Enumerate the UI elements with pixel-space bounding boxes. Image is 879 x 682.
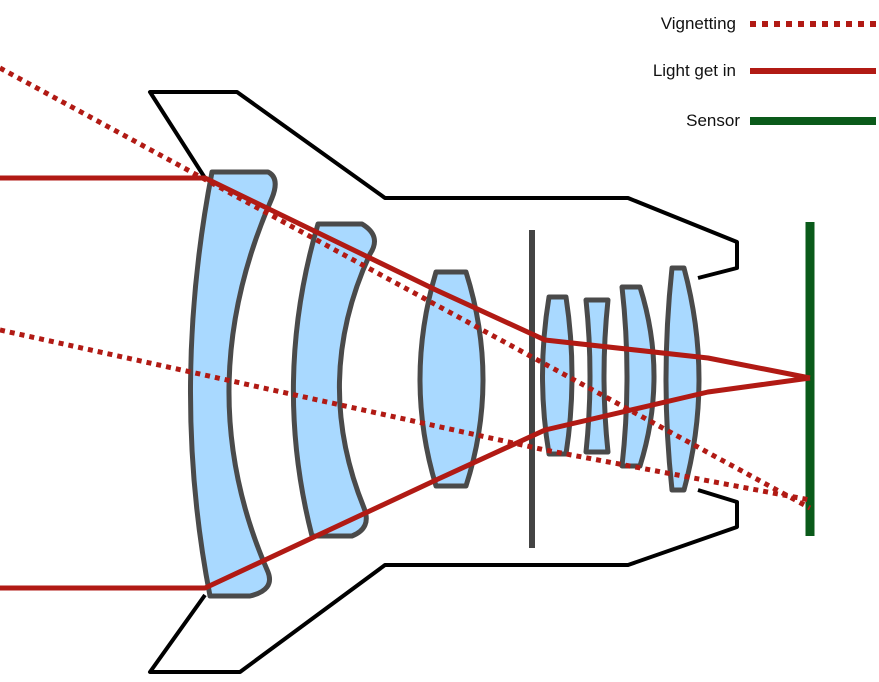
legend-light-label: Light get in [653,61,736,80]
legend-sensor-label: Sensor [686,111,740,130]
light-ray-upper [0,175,811,381]
rear-lens-element-4 [663,265,702,493]
lens-barrel-outline [148,90,739,280]
rear-lens-element-2 [583,297,611,455]
lens-barrel-outline-bottom [148,488,739,674]
light-ray-lower [0,375,811,591]
legend: Vignetting Light get in Sensor [653,14,876,130]
vignetting-ray-upper [0,65,812,511]
rear-lens-element-1 [540,294,575,457]
third-lens-element [417,269,486,489]
second-lens-element [290,221,377,539]
legend-vignetting-label: Vignetting [661,14,736,33]
rear-lens-element-3 [619,284,657,469]
front-lens-element [187,169,278,599]
